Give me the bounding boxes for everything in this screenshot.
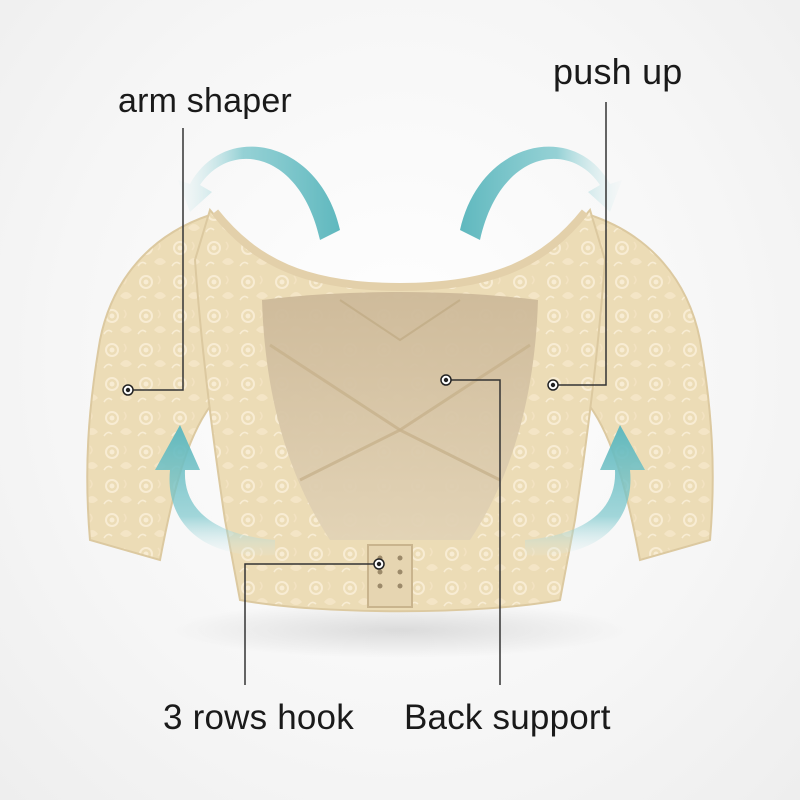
callout-line-back-support: [446, 379, 501, 685]
callout-line-arm-shaper: [128, 128, 184, 391]
hook-closure: [367, 544, 413, 608]
hook-eyes: [377, 555, 403, 589]
callout-lines: [128, 102, 607, 685]
callout-line-hook: [244, 563, 379, 685]
label-rows-hook: 3 rows hook: [163, 698, 354, 737]
callout-dots: [122, 374, 559, 570]
callout-line-push-up: [553, 102, 607, 386]
label-push-up: push up: [553, 51, 683, 92]
label-arm-shaper: arm shaper: [118, 82, 292, 120]
shadow: [170, 602, 630, 658]
arrow-top-left: [178, 146, 340, 240]
x-strap-lower: [299, 428, 501, 482]
mesh-back-panel: [262, 292, 538, 540]
neckline-band: [211, 209, 589, 292]
arrow-top-right: [460, 146, 622, 240]
label-back-support: Back support: [404, 698, 611, 737]
arrow-side-left: [155, 425, 275, 556]
neck-seam: [339, 299, 461, 342]
arrow-side-right: [525, 425, 645, 556]
